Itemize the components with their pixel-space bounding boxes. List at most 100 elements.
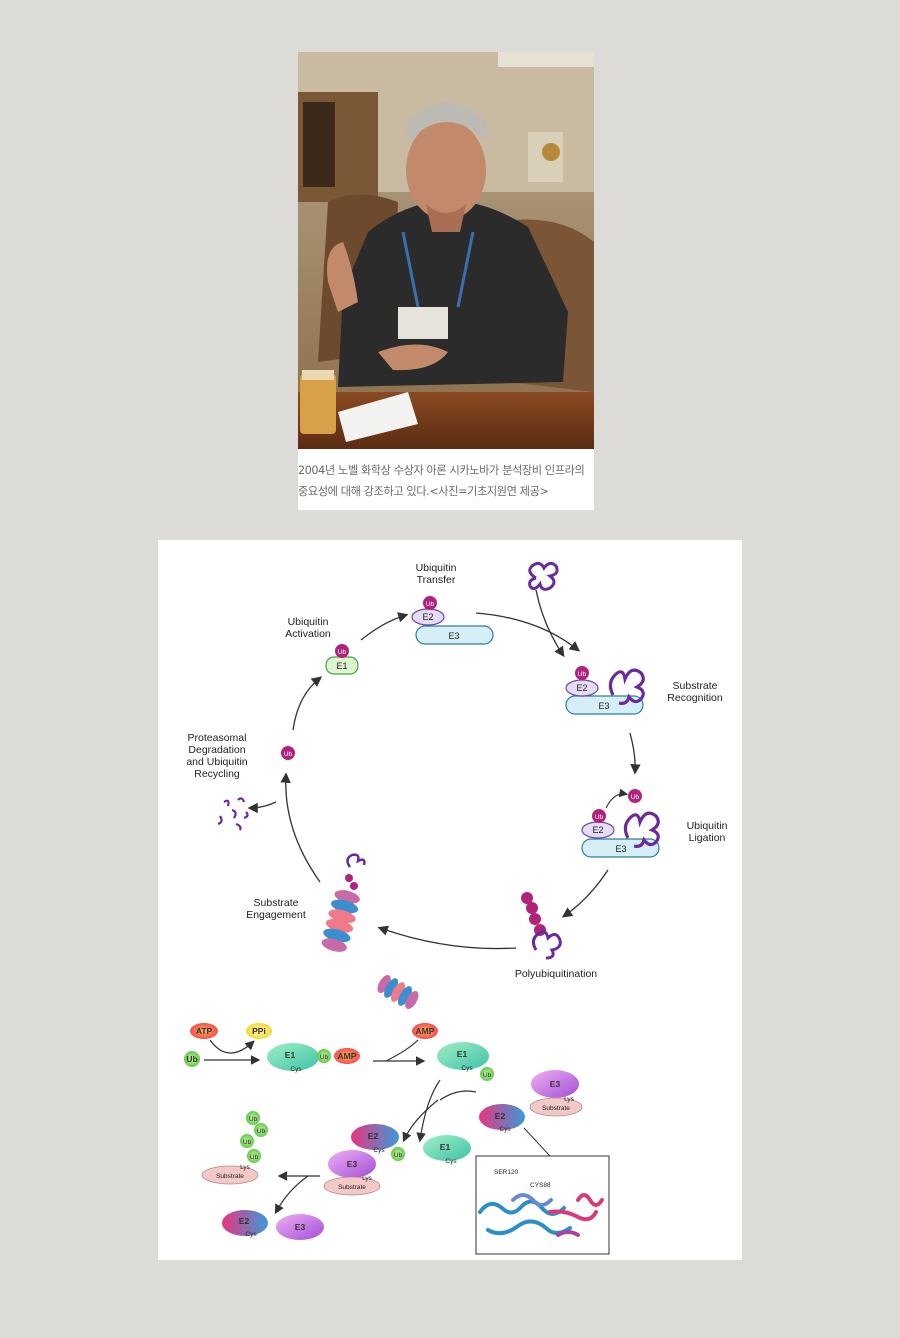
substrate-complex-label: Substrate (338, 1184, 366, 1191)
ub-ball-activation-label: Ub (338, 649, 347, 656)
arrow-amp-release (385, 1039, 419, 1062)
e2-blob-free-label: E2 (239, 1216, 250, 1226)
ub-ball-transfer-label: Ub (426, 601, 435, 608)
e1-blob-amp (267, 1043, 319, 1071)
amp-label-1: AMP (338, 1051, 357, 1061)
lys-label-1: Lys (564, 1096, 575, 1103)
e2-blob-complex-label: E2 (368, 1131, 379, 1141)
polyub-chain (521, 892, 562, 960)
cys-label-6: Cys (245, 1231, 257, 1238)
cys-label-1: Cys (290, 1066, 302, 1073)
ub-blob-complex-label: Ub (394, 1152, 403, 1159)
ub-blob-start-label: Ub (186, 1054, 197, 1064)
ligation-label-1: Ubiquitin (687, 820, 728, 832)
arrow-atp-ppi (209, 1039, 255, 1054)
engagement-label-1: Substrate (254, 897, 299, 909)
e3-pill-transfer-label: E3 (448, 631, 459, 641)
ub-chain-1-label: Ub (249, 1116, 258, 1123)
transfer-label-1: Ubiquitin (416, 562, 457, 574)
arrow-to-e2e3 (402, 1099, 439, 1143)
ub-ball-recycled-label: Ub (284, 751, 293, 758)
cys88-label: CYS88 (530, 1182, 551, 1189)
recognition-label-2: Recognition (667, 692, 723, 704)
ub-ball-ligation (592, 809, 606, 823)
ub-ball-transfer (423, 596, 437, 610)
e2-pill-ligation-label: E2 (592, 825, 603, 835)
ub-chain-4 (247, 1149, 261, 1163)
arrow-poly-engagement (377, 925, 517, 950)
cys-label-5: Cys (373, 1147, 385, 1154)
atp-blob (190, 1023, 218, 1039)
substrate-polyub-label: Substrate (216, 1173, 244, 1180)
arrow-to-release (274, 1175, 309, 1215)
amp-blob-2 (412, 1023, 438, 1039)
arrow-ligation-transfer (605, 788, 629, 809)
ub-chain-2-label: Ub (257, 1128, 266, 1135)
ub-blob-complex (391, 1147, 405, 1161)
ubiquitin-cycle: Ubiquitin Activation Ubiquitin Transfer … (186, 561, 728, 1010)
ub-blob-start (184, 1051, 200, 1067)
ub-ball-ligation-target (628, 789, 642, 803)
amp-label-2: AMP (416, 1026, 435, 1036)
protein-ribbon (478, 1193, 604, 1237)
arrow-transfer-recognition (475, 612, 581, 652)
lys-label-2: Lys (362, 1175, 373, 1182)
arrow-e2-join (439, 1090, 477, 1101)
photo-caption: 2004년 노벨 화학상 수상자 아론 시카노바가 분석장비 인프라의 중요성에… (298, 464, 585, 498)
arrow-to-fragments (247, 801, 277, 814)
e2-pill-recognition-label: E2 (576, 683, 587, 693)
e1-pill-label: E1 (336, 661, 347, 671)
recognition-label-1: Substrate (673, 680, 718, 692)
proteasome-engagement (321, 853, 366, 952)
substrate-blob-complex (323, 1176, 381, 1196)
e1-blob-released (423, 1135, 471, 1161)
ligation-label-2: Ligation (689, 832, 726, 844)
lys-label-3: Lys (240, 1164, 251, 1171)
substrate-blob-top (529, 1097, 583, 1117)
e3-blob-complex (328, 1150, 376, 1178)
proteasome-free (377, 974, 419, 1010)
portrait-photo (298, 52, 594, 449)
engagement-label-2: Engagement (246, 909, 306, 921)
ub-chain-2 (254, 1123, 268, 1137)
ub-chain-3 (240, 1134, 254, 1148)
degradation-label-3: and Ubiquitin (186, 756, 247, 768)
e3-pill-ligation (581, 838, 660, 858)
mechanism-panel: ATP PPi Ub E1 Cys Ub AMP AMP E1 Cys Ub (184, 1023, 610, 1255)
ppi-label: PPi (252, 1026, 266, 1036)
e2-blob-complex (351, 1124, 399, 1150)
ub-ball-recognition (575, 666, 589, 680)
degradation-label-1: Proteasomal (188, 732, 247, 744)
amp-blob-1 (334, 1048, 360, 1064)
ub-blob-charged-label: Ub (483, 1072, 492, 1079)
e2-pill-transfer-label: E2 (422, 612, 433, 622)
e2-blob-free (222, 1210, 268, 1236)
ub-chain-3-label: Ub (243, 1139, 252, 1146)
e3-pill-transfer (415, 625, 494, 645)
ub-blob-amp (317, 1049, 331, 1063)
e1-blob-charged-label: E1 (457, 1049, 468, 1059)
substrate-bound-recognition (608, 668, 645, 705)
ub-ball-ligation-target-label: Ub (631, 794, 640, 801)
e3-blob-free-label: E3 (295, 1222, 306, 1232)
atp-label: ATP (196, 1026, 213, 1036)
transfer-label-2: Transfer (417, 574, 456, 586)
e2-blob-cys-label: E2 (495, 1111, 506, 1121)
cys-label-3: Cys (499, 1126, 511, 1133)
arrow-e1-release (416, 1079, 441, 1143)
structure-pointer (523, 1127, 551, 1157)
ub-ball-activation (335, 644, 349, 658)
cys-label-2: Cys (461, 1065, 473, 1072)
arrow-substrate-in (535, 589, 565, 658)
ub-blob-charged (480, 1067, 494, 1081)
e1-blob-charged (437, 1042, 489, 1070)
ppi-blob (246, 1023, 272, 1039)
arrow-ligation-poly (561, 869, 609, 918)
ub-chain-4-label: Ub (250, 1154, 259, 1161)
e3-blob-free (276, 1214, 324, 1240)
degradation-label-2: Degradation (188, 744, 245, 756)
polyubiquitination-label: Polyubiquitination (515, 968, 597, 980)
e3-pill-recognition-label: E3 (598, 701, 609, 711)
peptide-fragments (217, 797, 249, 831)
e3-blob-top (531, 1070, 579, 1098)
